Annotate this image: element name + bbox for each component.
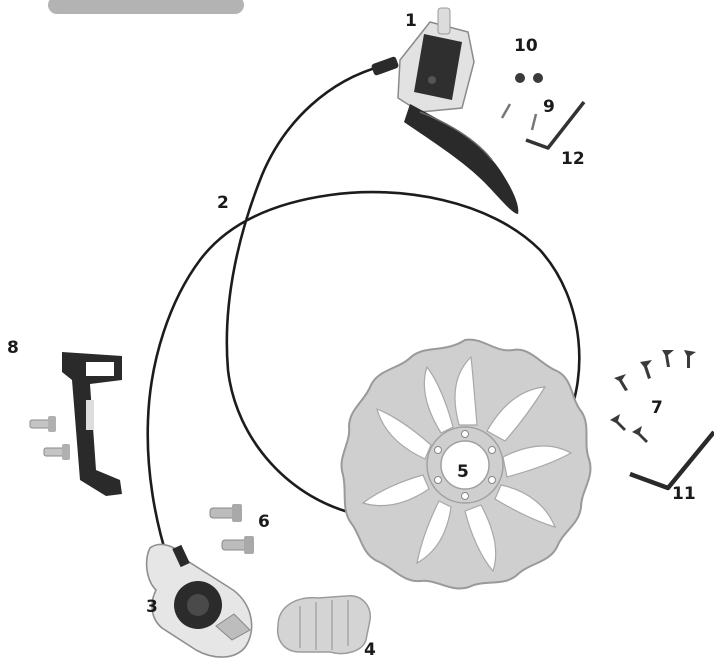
label-2: 2 [217, 195, 229, 212]
brake-caliper [147, 544, 252, 657]
label-6: 6 [258, 514, 270, 531]
brake-lever [371, 8, 519, 214]
pad-spacer [278, 596, 371, 654]
label-5: 5 [457, 464, 469, 481]
label-8: 8 [7, 340, 19, 357]
label-10: 10 [514, 38, 538, 55]
label-12: 12 [561, 151, 585, 168]
label-7: 7 [651, 400, 663, 417]
label-1: 1 [405, 13, 417, 30]
label-4: 4 [364, 642, 376, 659]
caliper-bolts [210, 504, 254, 554]
label-9: 9 [543, 99, 555, 116]
label-11: 11 [672, 486, 696, 503]
mount-adapter [30, 352, 122, 496]
rotor-bolts-and-key [610, 350, 714, 488]
label-3: 3 [146, 599, 158, 616]
